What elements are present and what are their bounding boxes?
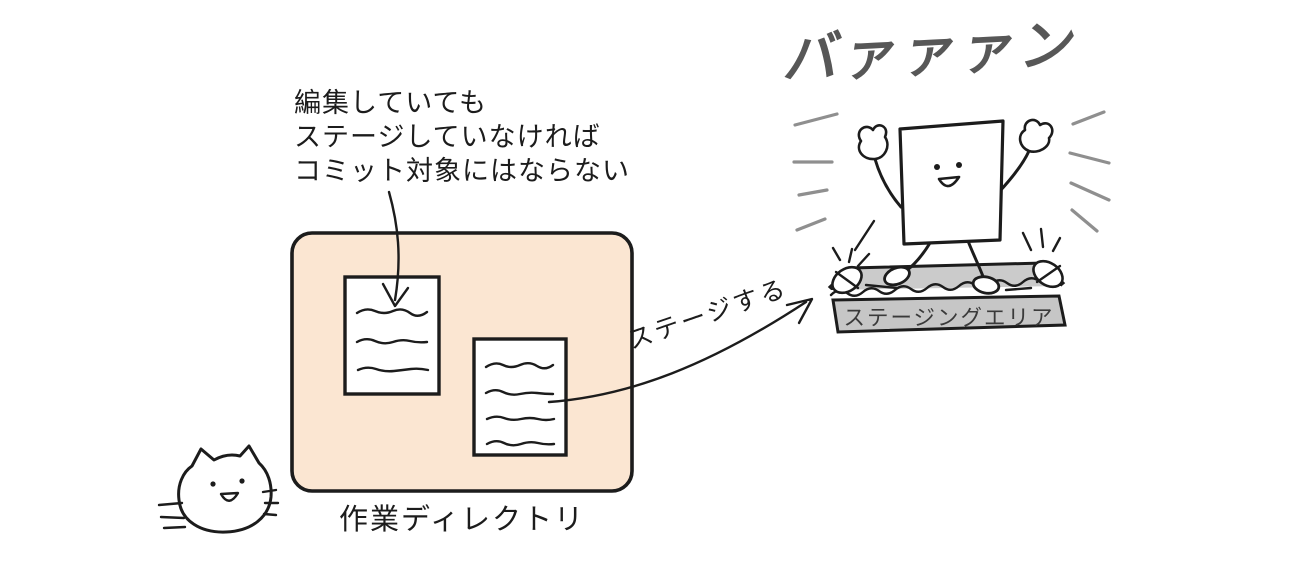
working-directory-box [290, 231, 634, 493]
paper-character [857, 118, 1054, 295]
stage-arrow [547, 297, 814, 404]
emphasis-rays-right [1068, 110, 1111, 233]
note-line-3: コミット対象にはならない [294, 156, 630, 186]
document-icon-staged [472, 337, 568, 457]
working-directory-label: 作業ディレクトリ [339, 504, 585, 536]
note-line-2: ステージしていなければ [294, 122, 601, 152]
document-icon-unstaged [343, 275, 441, 396]
spotlight-right-icon [1021, 227, 1064, 289]
annotation-note: 編集していても ステージしていなければ コミット対象にはならない [294, 86, 630, 188]
staging-area-label: ステージングエリア [843, 306, 1055, 330]
emphasis-rays-left [792, 112, 839, 232]
note-line-1: 編集していても [294, 88, 488, 118]
spotlight-left-icon [831, 219, 876, 295]
cat-character [157, 444, 280, 534]
note-arrow [381, 190, 410, 308]
